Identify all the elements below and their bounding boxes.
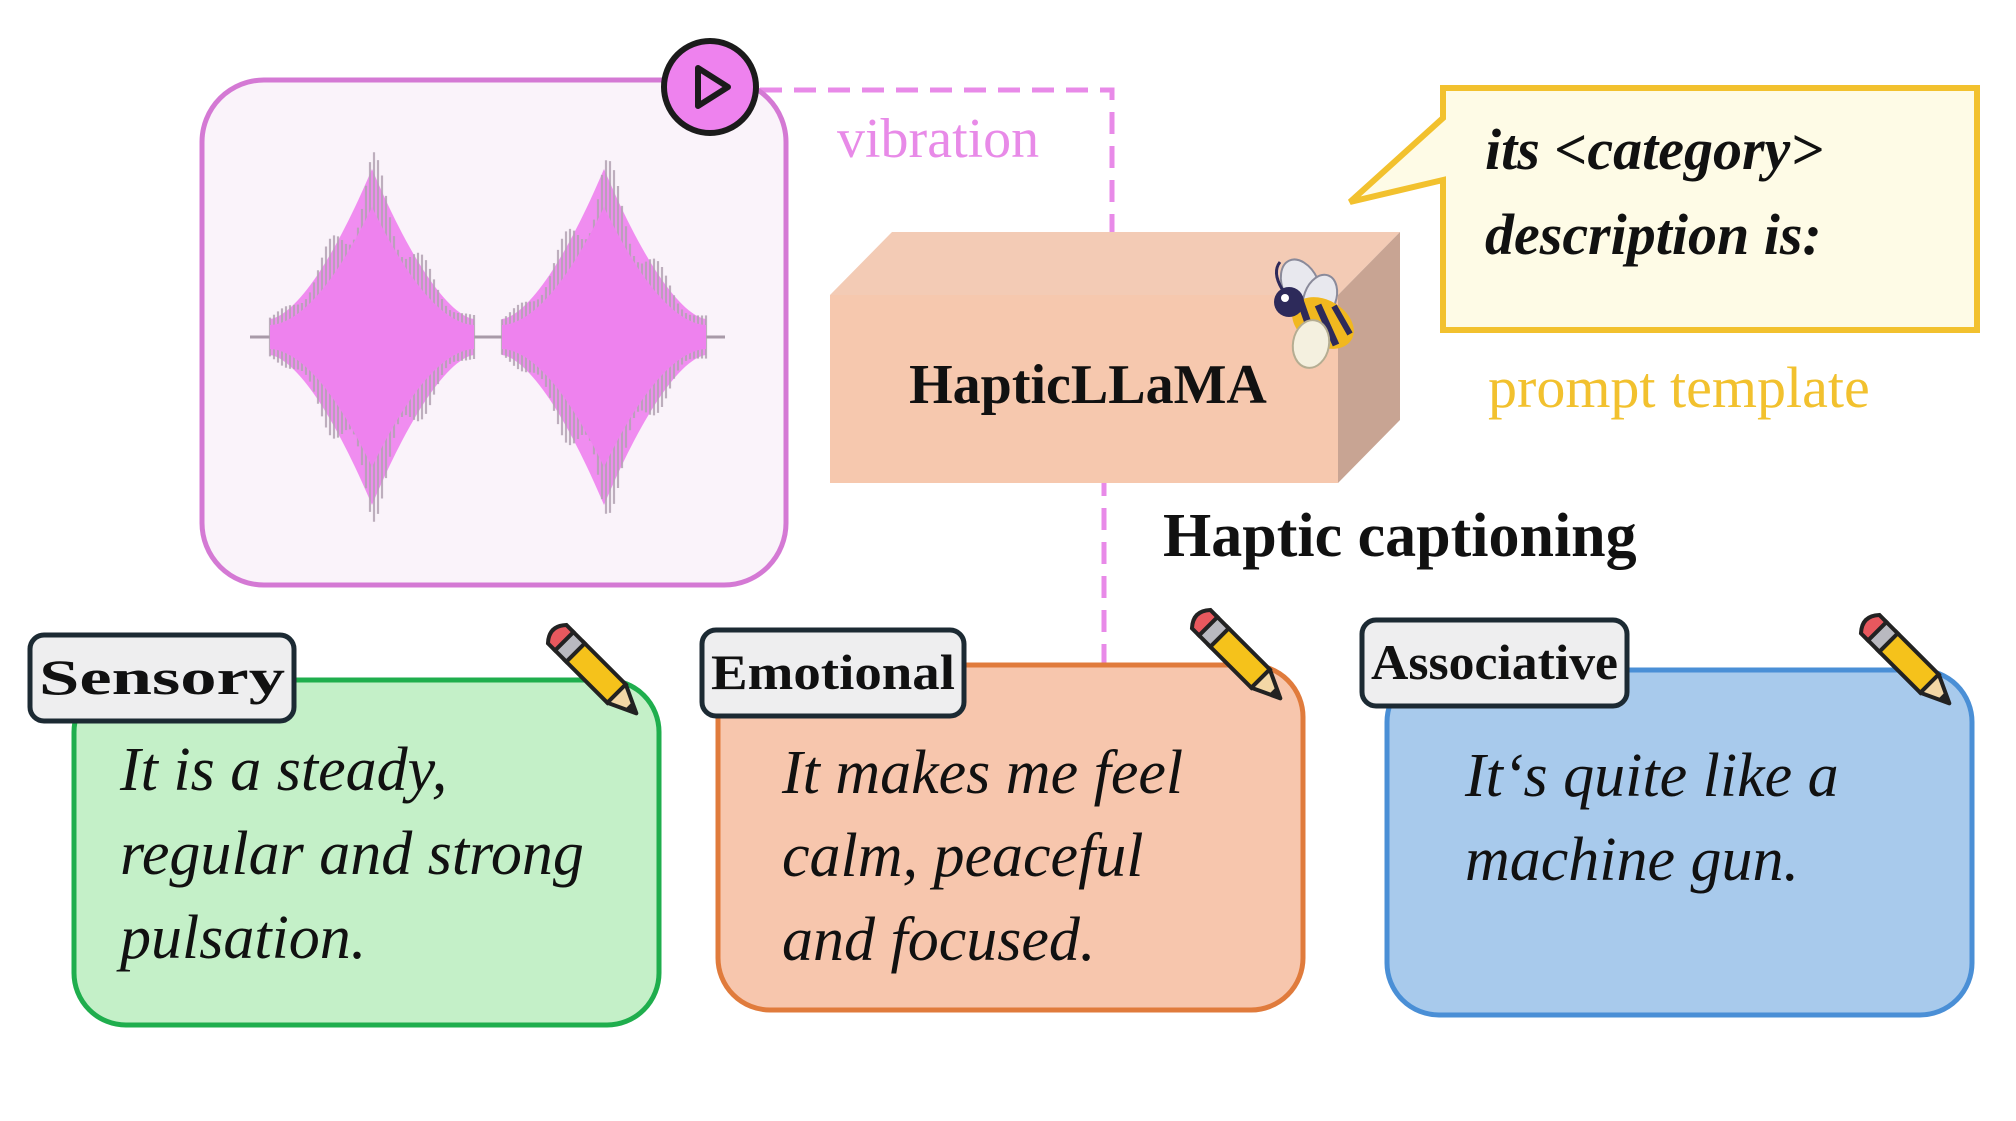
bee-icon <box>1274 258 1354 369</box>
prompt-callout-bubble <box>1347 85 1980 333</box>
prompt-template-callout: its <category> description is: <box>1347 85 1980 333</box>
model-box-top <box>830 232 1400 295</box>
associative-caption-line: machine gun. <box>1465 826 1799 894</box>
emotional-card-frame <box>715 662 1306 1013</box>
emotional-tag-label: Emotional <box>711 644 955 700</box>
sensory-tag: Sensory <box>27 632 297 724</box>
vibration-label: vibration <box>837 108 1039 170</box>
prompt-line-1: its <category> <box>1485 117 1823 182</box>
sensory-card-frame <box>71 677 662 1028</box>
emotional-caption-line: It makes me feel <box>781 739 1183 807</box>
emotional-caption-line: and focused. <box>782 906 1095 974</box>
associative-tag-label: Associative <box>1371 634 1618 690</box>
sensory-tag-frame <box>27 632 297 724</box>
associative-caption-line: It‘s quite like a <box>1464 742 1839 810</box>
task-label: Haptic captioning <box>1163 502 1637 570</box>
associative-tag: Associative <box>1359 617 1630 709</box>
model-box-side <box>1338 232 1400 483</box>
sensory-caption-line: pulsation. <box>116 904 366 972</box>
caption-cards: Sensory It is a steady, regular and strong… <box>27 607 1975 1028</box>
vibration-connector <box>760 87 1115 235</box>
sensory-tag-label: Sensory <box>39 649 285 705</box>
model-name: HapticLLaMA <box>909 354 1267 416</box>
prompt-template-caption: prompt template <box>1488 355 1870 420</box>
waveform <box>268 152 708 522</box>
sensory-caption-line: regular and strong <box>120 820 584 888</box>
pencil-icon <box>1189 607 1283 701</box>
vibration-panel-frame <box>199 77 789 588</box>
play-icon <box>695 65 731 109</box>
hapticllama-model-box: HapticLLaMA <box>830 232 1400 483</box>
waveform-burst-core <box>270 207 474 467</box>
emotional-tag: Emotional <box>699 627 967 719</box>
associative-card-frame <box>1384 667 1975 1018</box>
waveform-burst-core <box>502 207 706 467</box>
model-box-front <box>830 295 1338 483</box>
prompt-line-2: description is: <box>1485 202 1822 267</box>
associative-tag-frame <box>1359 617 1630 709</box>
pencil-icon <box>545 622 639 716</box>
vibration-panel <box>199 77 789 588</box>
emotional-tag-frame <box>699 627 967 719</box>
sensory-caption-line: It is a steady, <box>119 736 447 804</box>
emotional-caption-card: Emotional It makes me feel calm, peaceful a… <box>699 607 1306 1013</box>
sensory-caption-card: Sensory It is a steady, regular and strong… <box>27 622 662 1028</box>
emotional-caption-line: calm, peaceful <box>782 822 1144 890</box>
play-button[interactable] <box>661 38 759 136</box>
pencil-icon <box>1858 612 1952 706</box>
